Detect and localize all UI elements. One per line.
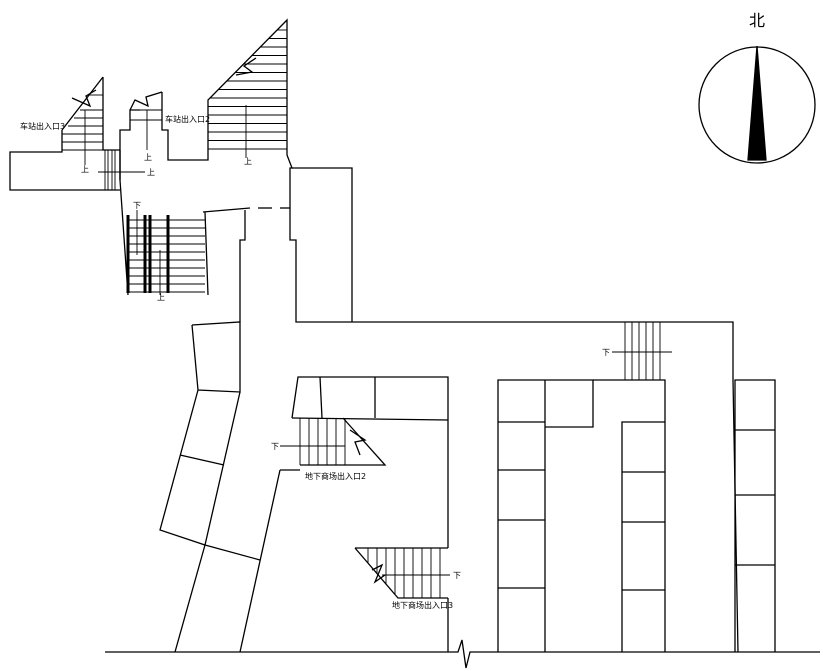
stair-exit-3 [62, 89, 103, 165]
stair-right [612, 322, 672, 380]
stair-connector [98, 150, 145, 190]
station-walls [9, 18, 739, 653]
up-arrow-label: 上 [244, 157, 252, 166]
mall-exit-3-label: 地下商场出入口3 [392, 600, 453, 610]
north-compass: 北 [698, 11, 816, 164]
stair-main [208, 29, 287, 158]
stair-mall-exit-3 [354, 547, 450, 599]
right-shops [497, 379, 776, 652]
stair-exit-2 [129, 91, 163, 150]
north-arrow-icon [747, 45, 767, 161]
up-arrow-label: 上 [147, 168, 155, 177]
up-arrow-label: 上 [81, 165, 89, 174]
boundary-line [105, 639, 820, 669]
down-arrow-label: 下 [453, 571, 461, 580]
mall-center-block [280, 376, 449, 652]
escalators [126, 210, 205, 295]
mall-exit-2-label: 地下商场出入口2 [305, 471, 366, 481]
down-arrow-label: 下 [602, 348, 610, 357]
down-arrow-label: 下 [133, 201, 141, 210]
station-exit-3-label: 车站出入口3 [20, 121, 65, 131]
down-arrow-label: 下 [271, 442, 279, 451]
up-arrow-label: 上 [144, 153, 152, 162]
north-label: 北 [749, 11, 765, 30]
station-exit-2-label: 车站出入口2 [165, 114, 210, 124]
left-shops [159, 321, 281, 653]
up-arrow-label: 上 [157, 293, 165, 302]
stair-mall-exit-2 [280, 417, 387, 466]
